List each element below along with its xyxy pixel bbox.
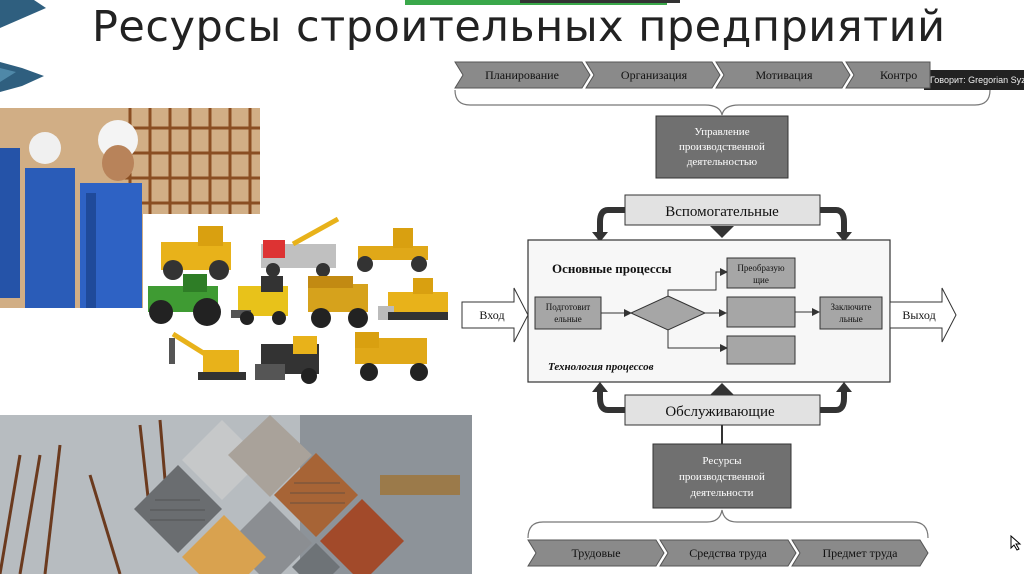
final-line1: Заключите [830, 302, 871, 312]
resources-line2: производственной [679, 471, 765, 483]
chevron-control-label: Контро [880, 68, 917, 82]
auxiliary-label: Вспомогательные [665, 204, 779, 220]
management-line1: Управление [694, 126, 749, 138]
service-up-arrow-icon [710, 383, 734, 395]
chevron-object-label: Предмет труда [822, 546, 898, 560]
management-line3: деятельностью [687, 156, 757, 168]
service-label: Обслуживающие [665, 404, 775, 420]
prep-line2: ельные [554, 314, 581, 324]
chevron-means-label: Средства труда [689, 546, 767, 560]
mouse-cursor-icon [1010, 535, 1022, 551]
main-processes-label: Основные процессы [552, 261, 672, 276]
aux-right-curve [820, 210, 844, 232]
aux-down-arrow-icon [710, 226, 734, 238]
chevron-labor-label: Трудовые [571, 546, 620, 560]
final-line2: льные [839, 314, 862, 324]
process-box-middle [727, 297, 795, 327]
bottom-brace [528, 510, 928, 538]
prep-line1: Подготовит [546, 302, 591, 312]
management-line2: производственной [679, 141, 765, 153]
resources-line1: Ресурсы [702, 455, 742, 467]
output-label: Выход [902, 308, 935, 322]
bottom-chevron-bar: Трудовые Средства труда Предмет труда [528, 540, 928, 566]
service-left-curve [600, 392, 625, 410]
transform-line1: Преобразую [737, 263, 784, 273]
transform-line2: щие [753, 275, 769, 285]
resources-line3: деятельности [691, 487, 754, 499]
process-box-bottom [727, 336, 795, 364]
technology-label: Технология процессов [548, 361, 654, 373]
chevron-planning-label: Планирование [485, 68, 559, 82]
service-right-curve [820, 392, 844, 410]
input-label: Вход [479, 308, 504, 322]
chevron-organization-label: Организация [621, 68, 688, 82]
top-brace [455, 90, 990, 115]
top-chevron-bar: Планирование Организация Мотивация Контр… [455, 62, 930, 88]
chevron-motivation-label: Мотивация [755, 68, 813, 82]
aux-left-curve [600, 210, 625, 232]
